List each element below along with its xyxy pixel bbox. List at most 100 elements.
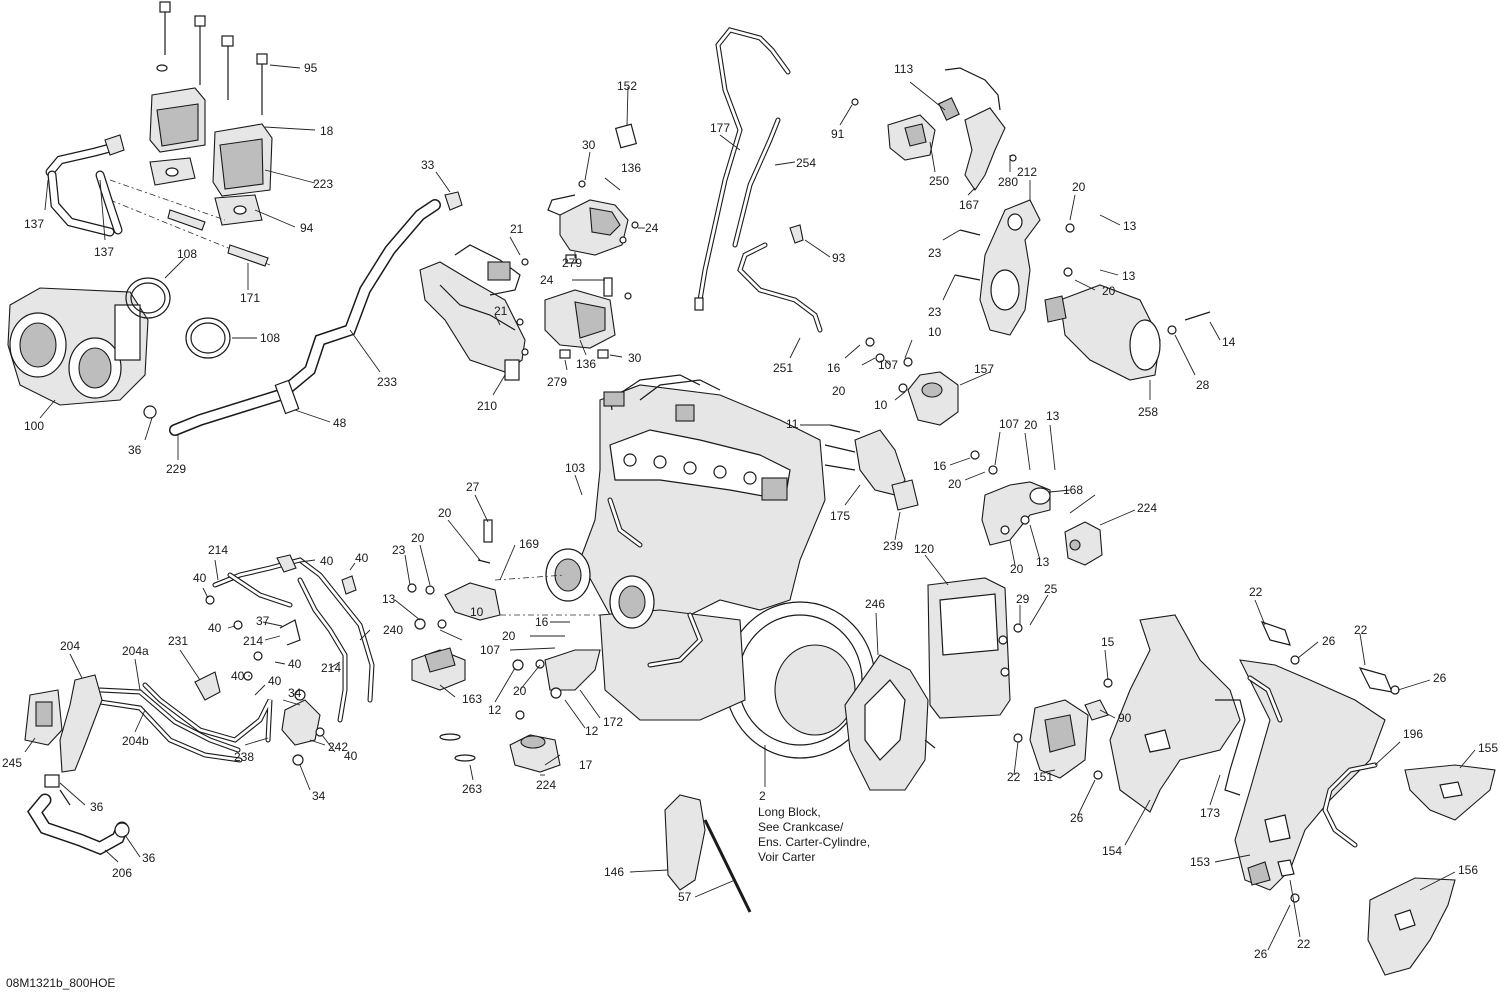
callout: 27 <box>466 480 480 494</box>
callout: 171 <box>240 291 260 305</box>
callout: 238 <box>234 750 254 764</box>
callout: 177 <box>710 121 730 135</box>
callout: 26 <box>1322 634 1336 648</box>
callout: 157 <box>974 362 994 376</box>
callout: 12 <box>585 724 599 738</box>
callout: 214 <box>243 634 263 648</box>
engine-mount-left <box>407 519 501 691</box>
leader-lines <box>24 64 1476 951</box>
callout: 16 <box>535 615 549 629</box>
dipstick <box>664 794 752 913</box>
callout: 163 <box>462 692 482 706</box>
callout: 107 <box>999 417 1019 431</box>
engine-mount-172 <box>439 574 601 773</box>
callout: 223 <box>313 177 333 191</box>
callout: 2 <box>759 789 766 803</box>
callout: 13 <box>1122 269 1136 283</box>
callout: 24 <box>645 221 659 235</box>
callout: 25 <box>1044 582 1058 596</box>
callout: 168 <box>1063 483 1083 497</box>
callout: 21 <box>510 222 524 236</box>
callout: 263 <box>462 782 482 796</box>
callout: 20 <box>1010 562 1024 576</box>
callout: 37 <box>256 614 270 628</box>
callout: 40 <box>193 571 207 585</box>
callout: 33 <box>421 158 435 172</box>
callout: 137 <box>94 245 114 259</box>
callout: 28 <box>1196 378 1210 392</box>
callout: 18 <box>320 124 334 138</box>
callout: 136 <box>621 161 641 175</box>
callout: 40 <box>231 669 245 683</box>
callout: 279 <box>547 375 567 389</box>
callout: 23 <box>392 543 406 557</box>
callout: 240 <box>383 623 403 637</box>
callout: 20 <box>513 684 527 698</box>
callout: 93 <box>832 251 846 265</box>
callout: 214 <box>321 661 341 675</box>
callout: 120 <box>914 542 934 556</box>
callout: 23 <box>928 305 942 319</box>
callout: 13 <box>1123 219 1137 233</box>
callout: 107 <box>878 358 898 372</box>
spark-plugs <box>167 209 269 267</box>
callout: 40 <box>355 551 369 565</box>
spark-plug-cables <box>45 134 125 237</box>
note-line: See Crankcase/ <box>758 820 844 834</box>
callout: 26 <box>1254 947 1268 961</box>
callout: 224 <box>1137 501 1157 515</box>
callout: 95 <box>304 61 318 75</box>
callout: 173 <box>1200 806 1220 820</box>
callout: 251 <box>773 361 793 375</box>
vent-hose-238 <box>142 671 325 766</box>
callout: 154 <box>1102 844 1122 858</box>
callout: 12 <box>488 703 502 717</box>
callout: 20 <box>1072 180 1086 194</box>
hose-clamps <box>125 277 231 359</box>
callout: 280 <box>998 175 1018 189</box>
engine-mount-168 <box>970 450 1103 566</box>
clamps-22 <box>1260 620 1400 903</box>
callout: 10 <box>470 605 484 619</box>
callout: 137 <box>24 217 44 231</box>
callout: 23 <box>928 246 942 260</box>
callout: 229 <box>166 462 186 476</box>
callout: 36 <box>142 851 156 865</box>
note-line: Ens. Carter-Cylindre, <box>758 835 870 849</box>
callout: 224 <box>536 778 556 792</box>
fuel-hoses-left <box>205 554 375 723</box>
callout: 20 <box>438 506 452 520</box>
callout: 107 <box>480 643 500 657</box>
diagram-reference-code: 08M1321b_800HOE <box>6 976 115 990</box>
callout: 233 <box>377 375 397 389</box>
ignition-coil-assembly <box>109 1 273 266</box>
callout: 22 <box>1007 770 1021 784</box>
callout: 254 <box>796 156 816 170</box>
callout: 16 <box>933 459 947 473</box>
engine-long-block <box>545 374 876 759</box>
callout: 22 <box>1249 585 1263 599</box>
callout: 172 <box>603 715 623 729</box>
belt-guard-panels <box>1109 614 1386 891</box>
callout: 204a <box>122 644 149 658</box>
callout: 108 <box>260 331 280 345</box>
callout: 196 <box>1403 727 1423 741</box>
callout: 246 <box>865 597 885 611</box>
callout: 26 <box>1433 671 1447 685</box>
callout: 20 <box>411 531 425 545</box>
callout: 22 <box>1354 623 1368 637</box>
callout: 94 <box>300 221 314 235</box>
hose-251 <box>737 224 823 333</box>
starter-bracket <box>954 199 1075 336</box>
callout: 167 <box>959 198 979 212</box>
callout: 13 <box>1036 555 1050 569</box>
callout: 90 <box>1118 711 1132 725</box>
parts-artwork <box>7 1 1496 976</box>
callout: 146 <box>604 865 624 879</box>
callout: 279 <box>562 256 582 270</box>
callout: 20 <box>832 384 846 398</box>
callout: 103 <box>565 461 585 475</box>
callout: 210 <box>477 399 497 413</box>
throttle-body <box>7 287 157 419</box>
callout: 21 <box>494 304 508 318</box>
